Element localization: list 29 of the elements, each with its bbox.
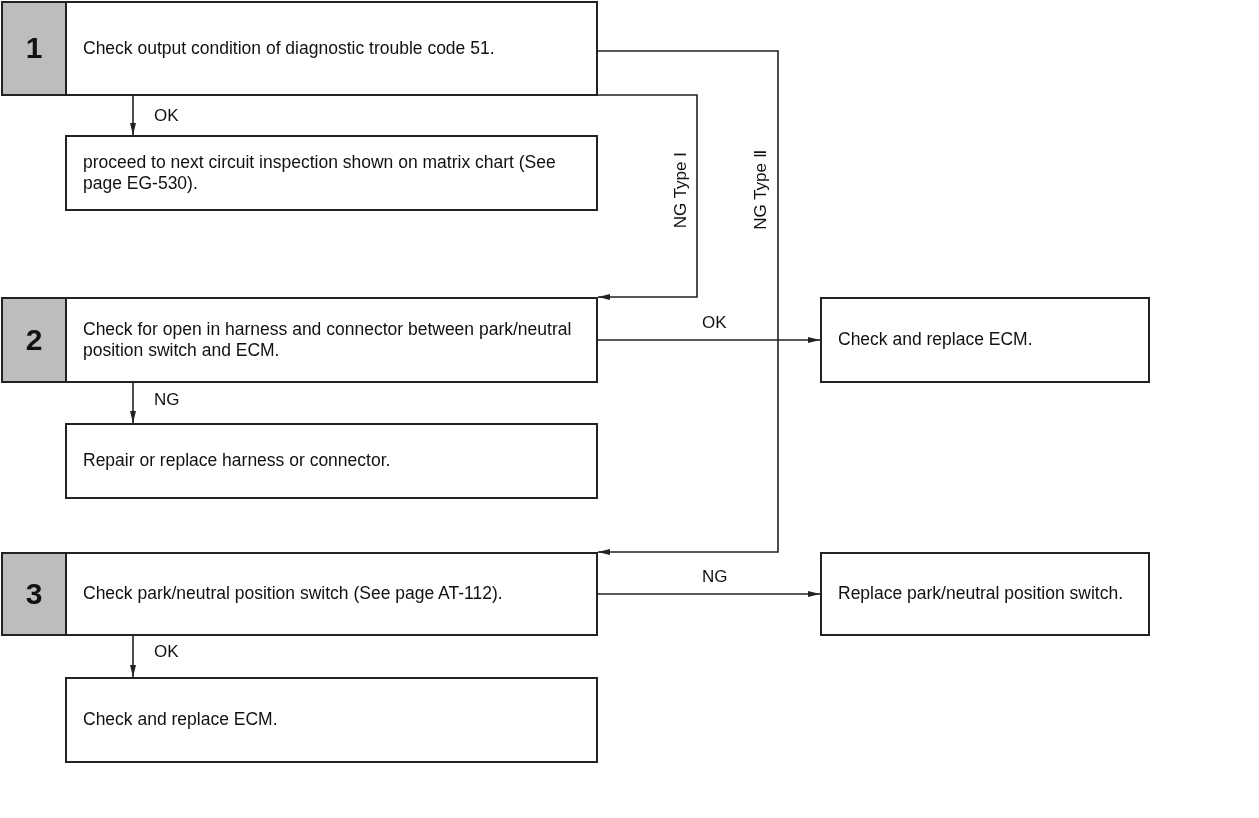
step-text: Check for open in harness and connector between park/neutral position switch and ECM. bbox=[83, 318, 573, 362]
process-box bbox=[65, 297, 598, 383]
step-text: Check output condition of diagnostic trouble code 51. bbox=[83, 37, 495, 60]
process-box bbox=[65, 1, 598, 96]
step-text: proceed to next circuit inspection shown on matrix chart (See page EG-530). bbox=[83, 151, 557, 195]
step-number: 2 bbox=[25, 321, 43, 358]
process-box bbox=[820, 297, 1150, 383]
arrow bbox=[130, 635, 136, 678]
step-text: Check and replace ECM. bbox=[83, 709, 278, 731]
step-text: Check and replace ECM. bbox=[838, 329, 1033, 351]
step-text: Check park/neutral position switch (See page AT-112). bbox=[83, 583, 503, 605]
step-number-box bbox=[1, 297, 67, 383]
step-number: 1 bbox=[25, 30, 43, 67]
step-number-box bbox=[1, 552, 67, 636]
arrow bbox=[130, 382, 136, 424]
process-box bbox=[820, 552, 1150, 636]
arrow bbox=[597, 337, 821, 343]
step-text: Repair or replace harness or connector. bbox=[83, 450, 391, 472]
arrow bbox=[597, 94, 698, 300]
step-text: Replace park/neutral position switch. bbox=[838, 583, 1123, 605]
arrow bbox=[597, 50, 779, 555]
arrow bbox=[130, 95, 136, 136]
step-number-box bbox=[1, 1, 67, 96]
process-box bbox=[65, 677, 598, 763]
process-box bbox=[65, 135, 598, 211]
step-number: 3 bbox=[25, 575, 43, 612]
process-box bbox=[65, 423, 598, 499]
process-box bbox=[65, 552, 598, 636]
arrow bbox=[597, 591, 821, 597]
